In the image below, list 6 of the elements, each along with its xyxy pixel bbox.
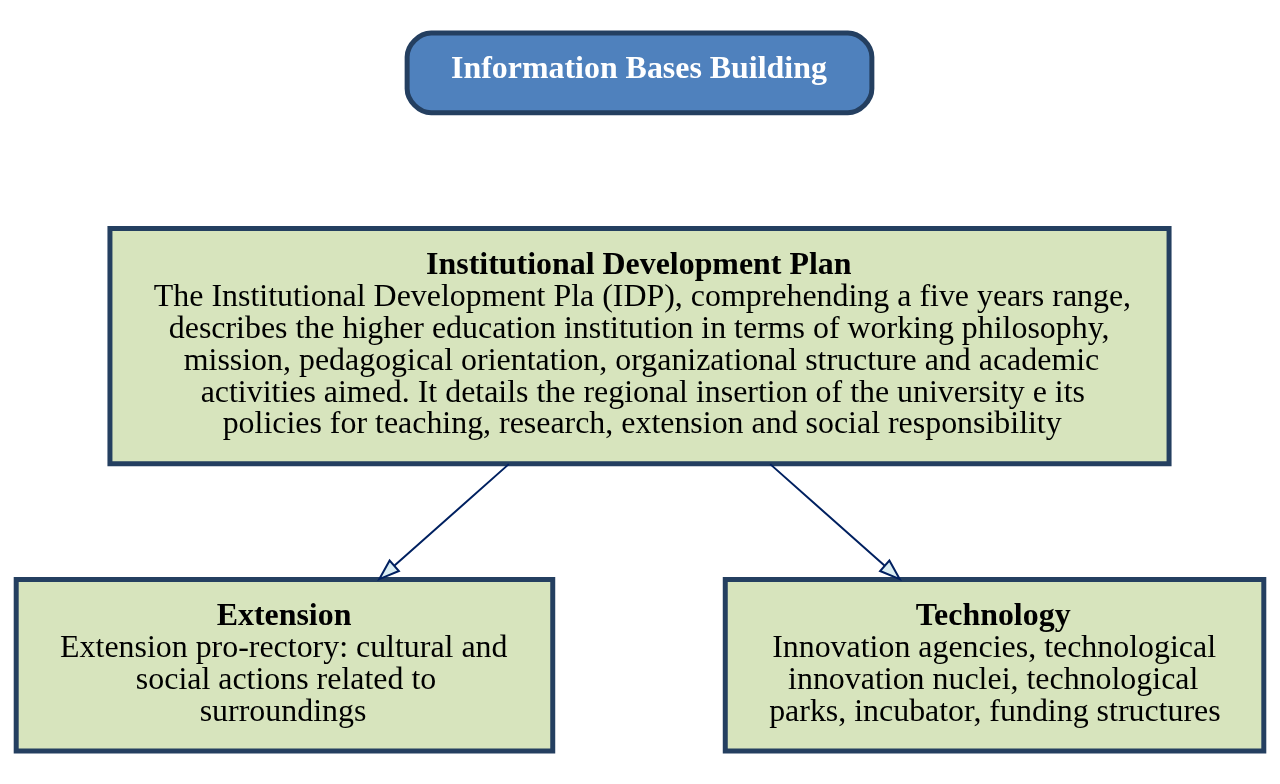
arrow (377, 463, 510, 582)
node-box: Information Bases Building (404, 30, 875, 116)
node-box: Extension Extension pro-rectory: cultural and social actions related to surroundings (13, 577, 556, 754)
node-box: Institutional Development Plan The Institutional Development Pla (IDP), comprehending a five years range, describes the higher education institution in terms of working philosophy, mission, pedagogical orientation, organizational structure and academic activities aimed. It details the regional insertion of the university e its policies for teaching, research, extension and social responsibility (107, 225, 1172, 467)
arrow (769, 463, 902, 582)
node-box: Technology Innovation agencies, technological innovation nuclei, technological parks, incubator, funding structures (722, 577, 1267, 754)
